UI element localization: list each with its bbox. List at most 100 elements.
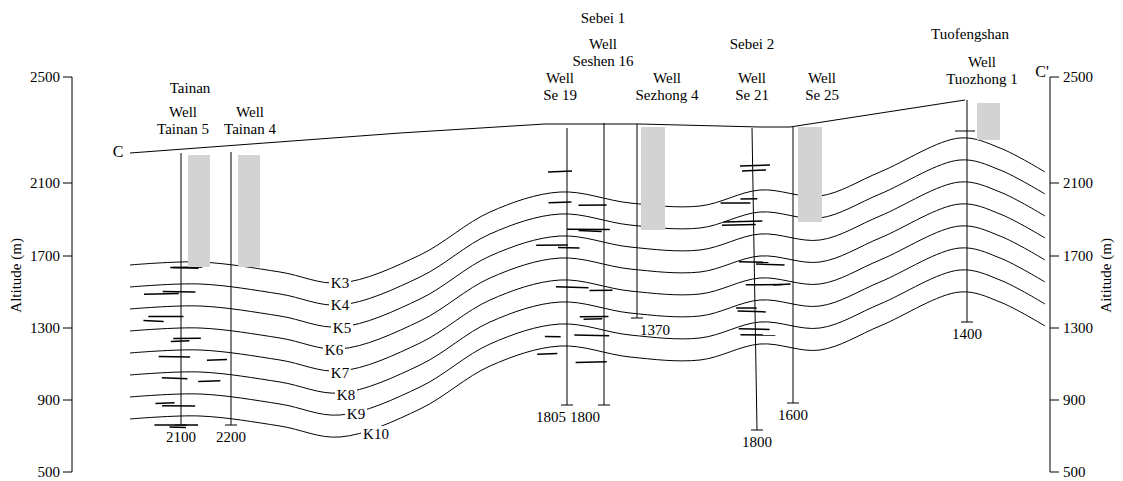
- sand-body: [578, 204, 606, 206]
- sand-body: [738, 310, 766, 312]
- axis-tick: [1050, 400, 1059, 401]
- gray-bars: [188, 103, 1000, 267]
- well-bottom: [175, 425, 187, 426]
- well-bottom: [225, 425, 237, 426]
- sand-body: [170, 426, 186, 428]
- sand-body: [576, 361, 607, 363]
- axis-tick: [1050, 77, 1059, 78]
- sand-body: [724, 220, 763, 222]
- horizon-line: [130, 204, 1045, 349]
- field-name: Sebei 2: [730, 36, 775, 53]
- interval-bar: [798, 127, 822, 222]
- well-name: Well Se 21: [730, 70, 774, 104]
- axis-value: 2500: [1063, 69, 1093, 86]
- wells: [175, 100, 973, 430]
- sand-body: [154, 424, 198, 426]
- well-bottom: [787, 403, 799, 404]
- horizon-lines: [130, 138, 1045, 437]
- depth-value: 2200: [216, 429, 246, 446]
- horizon-label: K8: [335, 387, 357, 404]
- well-bore: [181, 153, 182, 425]
- axis-tick: [63, 400, 72, 401]
- well-bore: [231, 152, 232, 425]
- horizon-label: K6: [323, 342, 345, 359]
- axis-tick: [63, 256, 72, 257]
- axis-tick: [63, 328, 72, 329]
- axis-value: 2500: [30, 69, 60, 86]
- axis-value: 900: [1063, 392, 1086, 409]
- sand-body: [143, 320, 163, 322]
- sand-body: [742, 170, 766, 171]
- well-name: Well Seshen 16: [569, 36, 637, 70]
- sand-body: [558, 247, 579, 249]
- axis-value: 1700: [30, 248, 60, 265]
- axis-tick: [1050, 328, 1059, 329]
- horizon-line: [130, 270, 1045, 415]
- sand-body: [148, 316, 183, 318]
- section-end: C': [1035, 63, 1049, 81]
- sand-body: [549, 201, 572, 203]
- axis-value: 500: [38, 464, 61, 481]
- depth-value: 1800: [742, 434, 772, 451]
- horizon-line: [130, 248, 1045, 393]
- well-name: Well Tuozhong 1: [946, 54, 1018, 88]
- well-name: Well Tainan 5: [153, 104, 213, 138]
- axis-value: 1300: [30, 320, 60, 337]
- well-name: Well Se 25: [800, 70, 844, 104]
- horizon-label: K10: [361, 426, 391, 443]
- sand-body: [739, 261, 768, 263]
- depth-value: 1800: [570, 409, 600, 426]
- horizon-label: K3: [329, 275, 351, 292]
- well-bottom: [631, 318, 643, 319]
- well-name: Well Sezhong 4: [632, 70, 702, 104]
- depth-value: 1400: [952, 326, 982, 343]
- depth-value: 1600: [778, 407, 808, 424]
- interval-bar: [238, 155, 260, 267]
- axis-title: Aititude (m): [1098, 238, 1115, 313]
- horizon-line: [130, 182, 1045, 327]
- sand-body: [590, 289, 613, 291]
- horizon-label: K5: [331, 320, 353, 337]
- sand-body: [173, 337, 201, 339]
- field-name: Tainan: [170, 80, 211, 97]
- sand-body: [162, 377, 188, 379]
- well-name: Well Tainan 4: [220, 104, 280, 138]
- sand-body: [756, 263, 785, 265]
- axis-tick: [1050, 256, 1059, 257]
- axis-value: 1300: [1063, 320, 1093, 337]
- field-name: Sebei 1: [581, 10, 626, 27]
- sand-body: [171, 340, 190, 342]
- well-bottom: [961, 322, 973, 323]
- axis-value: 1700: [1063, 248, 1093, 265]
- section-end: C: [113, 143, 124, 161]
- horizon-line: [130, 292, 1045, 437]
- well-bore: [567, 128, 568, 405]
- axis-tick: [63, 77, 72, 78]
- sand-body: [155, 402, 174, 404]
- sand-body: [567, 228, 610, 230]
- well-marker: [955, 131, 975, 132]
- sand-body: [198, 380, 220, 382]
- sand-body: [207, 359, 227, 361]
- horizon-label: K7: [329, 365, 351, 382]
- sand-body: [739, 328, 770, 330]
- depth-value: 2100: [166, 429, 196, 446]
- well-bore: [793, 127, 794, 403]
- sand-body: [162, 405, 195, 407]
- axis-tick: [1050, 183, 1059, 184]
- well-bore: [967, 100, 968, 322]
- sand-body: [736, 307, 757, 309]
- horizon-line: [130, 160, 1045, 305]
- ground-surface: [130, 100, 965, 153]
- well-bore: [637, 124, 638, 318]
- sand-body: [545, 336, 561, 338]
- well-bore: [752, 128, 757, 430]
- axis-line: [1050, 77, 1051, 472]
- depth-value: 1370: [640, 322, 670, 339]
- axis-value: 900: [38, 392, 61, 409]
- sand-body: [548, 171, 572, 172]
- sand-body: [536, 244, 568, 246]
- horizon-line: [130, 138, 1045, 283]
- axis-value: 500: [1063, 464, 1086, 481]
